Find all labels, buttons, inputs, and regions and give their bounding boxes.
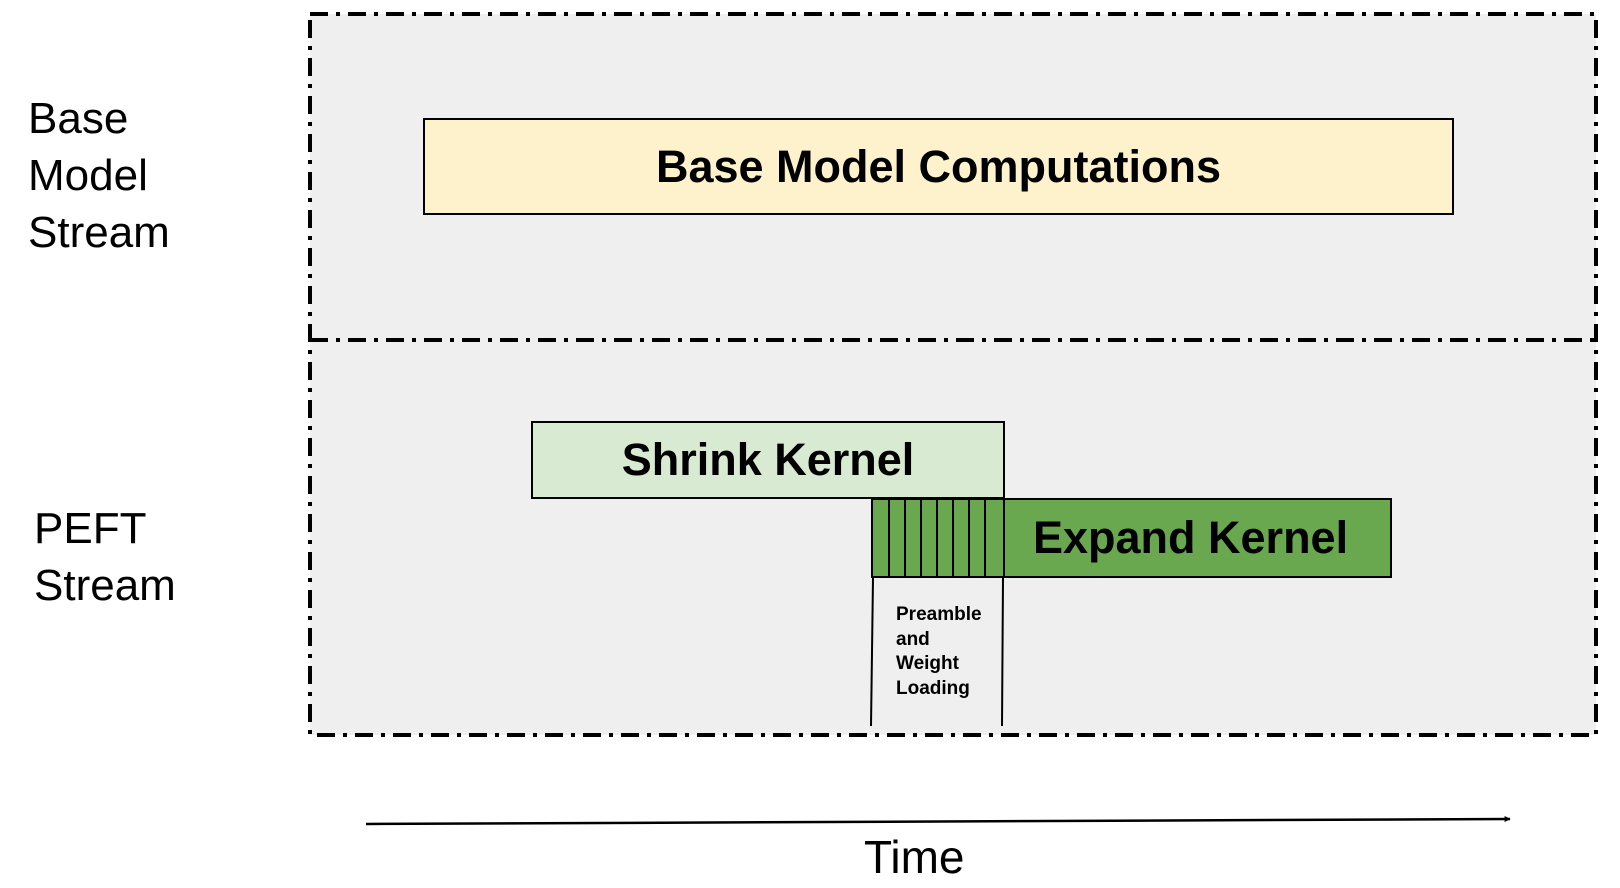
- preamble-stripe: [968, 500, 970, 576]
- preamble-stripe: [904, 500, 906, 576]
- base-model-computations-box: Base Model Computations: [423, 118, 1454, 215]
- outer-border: [308, 12, 1598, 737]
- peft-stream-label: PEFT Stream: [34, 504, 176, 610]
- time-arrow: [365, 816, 1511, 826]
- shrink-kernel-text: Shrink Kernel: [621, 434, 915, 485]
- preamble-weight-loading-label: Preamble and Weight Loading: [896, 604, 982, 699]
- base-model-computations-text: Base Model Computations: [655, 140, 1222, 192]
- preamble-stripe: [888, 500, 890, 576]
- preamble-stripe: [952, 500, 954, 576]
- preamble-stripe: [1003, 500, 1005, 576]
- preamble-stripe: [984, 500, 986, 576]
- expand-kernel-box: Expand Kernel: [871, 498, 1392, 578]
- shrink-kernel-box: Shrink Kernel: [531, 421, 1005, 499]
- expand-kernel-text: Expand Kernel: [1033, 512, 1349, 563]
- preamble-stripe: [920, 500, 922, 576]
- preamble-bracket-right: [1001, 577, 1004, 727]
- preamble-stripe: [936, 500, 938, 576]
- preamble-bracket-left: [870, 577, 874, 727]
- base-model-stream-label: Base Model Stream: [28, 94, 170, 257]
- time-axis-label: Time: [864, 831, 965, 883]
